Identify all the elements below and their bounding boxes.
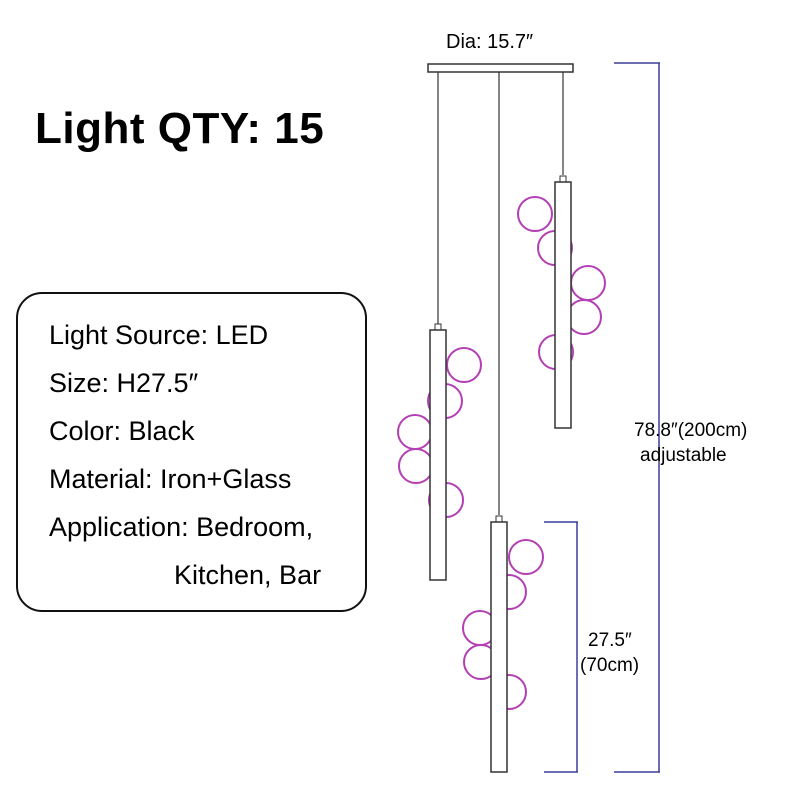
spec-box: Light Source: LED Size: H27.5″ Color: Bl… — [16, 292, 367, 612]
globe — [446, 347, 482, 383]
ceiling-canopy — [427, 63, 574, 73]
spec-color: Color: Black — [49, 416, 195, 446]
cap-right — [559, 175, 567, 183]
spec-application: Application: Bedroom, — [49, 512, 314, 542]
pendant-tube-center — [490, 521, 508, 773]
globe — [517, 196, 553, 232]
globe — [508, 539, 544, 575]
spec-size: Size: H27.5″ — [49, 368, 199, 398]
total-height-label: 78.8″(200cm) — [634, 420, 748, 441]
spec-material: Material: Iron+Glass — [49, 464, 292, 494]
diameter-label: Dia: 15.7″ — [446, 31, 534, 53]
pendant-tube-left — [429, 329, 447, 581]
spec-light-source: Light Source: LED — [49, 320, 269, 350]
globe — [570, 265, 606, 301]
pendant-tube-right — [554, 181, 572, 429]
total-height-note: adjustable — [640, 445, 727, 466]
pendant-height-label: 27.5″ — [588, 630, 632, 651]
cap-left — [434, 323, 442, 331]
light-quantity-title: Light QTY: 15 — [35, 104, 325, 153]
pendant-height-cm-label: (70cm) — [580, 655, 640, 676]
cap-center — [495, 515, 503, 523]
globe — [398, 448, 434, 484]
spec-application-cont: Kitchen, Bar — [174, 560, 322, 590]
globe — [566, 299, 602, 335]
globe — [397, 414, 433, 450]
